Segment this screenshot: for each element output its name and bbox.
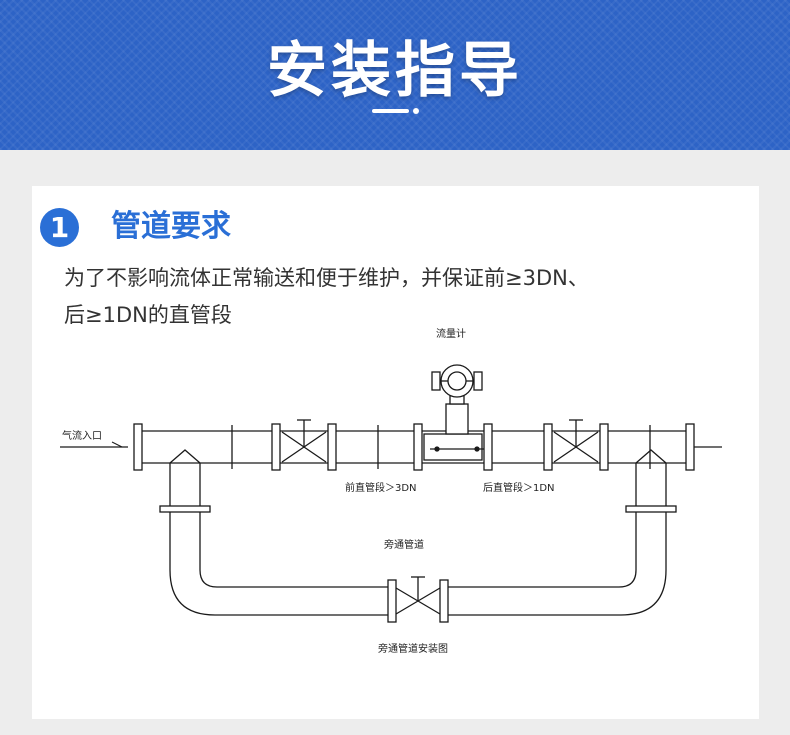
bypass-valve xyxy=(395,576,441,615)
flange-valve-2-right xyxy=(599,423,609,471)
flange-valve-1-right xyxy=(327,423,337,471)
flange-outlet xyxy=(685,423,695,471)
title-underline xyxy=(372,109,409,113)
gate-valve-2 xyxy=(553,419,599,463)
flange-valve-2-left xyxy=(543,423,553,471)
description-line-2: 后≥1DN的直管段 xyxy=(64,303,232,327)
flange-meter-left xyxy=(413,423,423,471)
bypass-support-left xyxy=(159,505,211,513)
label-inlet: 气流入口 xyxy=(62,429,102,442)
section-title: 管道要求 xyxy=(111,209,231,244)
flange-meter-right xyxy=(483,423,493,471)
bypass-support-right xyxy=(625,505,677,513)
label-front-straight-pipe: 前直管段＞3DN xyxy=(345,481,417,494)
bypass-pipe xyxy=(159,449,677,623)
description-line-1: 为了不影响流体正常输送和便于维护，并保证前≥3DN、 xyxy=(64,266,589,290)
label-rear-straight-pipe: 后直管段＞1DN xyxy=(483,481,555,494)
label-bypass-pipe: 旁通管道 xyxy=(384,538,424,551)
content-card xyxy=(32,186,759,719)
flange-valve-1-left xyxy=(271,423,281,471)
step-number-badge: 1 xyxy=(40,208,79,247)
page-title: 安装指导 xyxy=(267,36,523,106)
inlet-arrow xyxy=(111,441,123,448)
flange-inlet xyxy=(133,423,143,471)
label-flowmeter: 流量计 xyxy=(436,327,466,340)
header-banner: 安装指导 xyxy=(0,0,790,150)
section-description: 为了不影响流体正常输送和便于维护，并保证前≥3DN、 后≥1DN的直管段 xyxy=(64,260,724,334)
diagram-caption: 旁通管道安装图 xyxy=(378,642,448,655)
flowmeter xyxy=(423,364,484,461)
title-dot xyxy=(413,108,419,114)
gate-valve-1 xyxy=(281,419,327,463)
